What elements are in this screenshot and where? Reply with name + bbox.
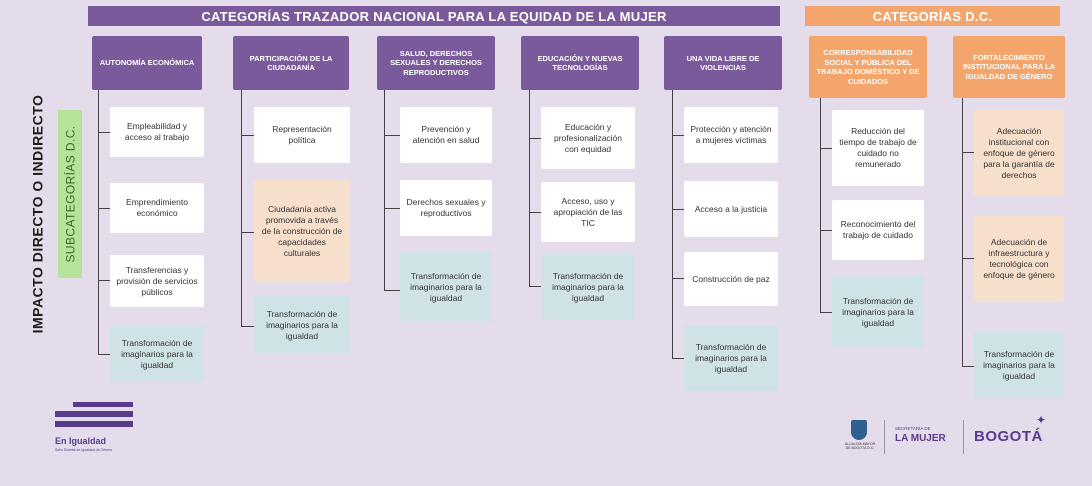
- logo-name: En Igualdad: [55, 436, 107, 446]
- column-head-salud: SALUD, DERECHOS SEXUALES Y DERECHOS REPR…: [377, 36, 495, 90]
- connector-tick: [529, 212, 541, 213]
- connector-tick: [820, 148, 832, 149]
- connector-tick: [962, 258, 974, 259]
- logo-bar: [55, 411, 133, 417]
- connector-line: [820, 98, 821, 312]
- item-box: Reconocimiento del trabajo de cuidado: [832, 200, 924, 260]
- logo-bar: [55, 421, 133, 427]
- subcategories-label-text: SUBCATEGORÍAS D.C.: [63, 125, 77, 263]
- item-box: Prevención y atención en salud: [400, 107, 492, 163]
- impact-side-title: IMPACTO DIRECTO O INDIRECTO: [26, 84, 48, 344]
- connector-tick: [98, 208, 110, 209]
- column-head-autonomia: AUTONOMÍA ECONÓMICA: [92, 36, 202, 90]
- connector-tick: [672, 209, 684, 210]
- connector-tick: [98, 354, 110, 355]
- item-box-imaginarios: Transformación de imaginarios para la ig…: [110, 326, 204, 382]
- connector-line: [384, 90, 385, 290]
- connector-tick: [529, 286, 541, 287]
- item-box: Educación y profesionalización con equid…: [541, 107, 635, 169]
- item-box: Reducción del tiempo de trabajo de cuida…: [832, 110, 924, 186]
- item-box: Ciudadanía activa promovida a través de …: [254, 180, 350, 282]
- connector-tick: [529, 138, 541, 139]
- connector-tick: [820, 230, 832, 231]
- logo-divider: [884, 420, 885, 454]
- connector-tick: [384, 208, 400, 209]
- alcaldia-label: ALCALDÍA MAYOR DE BOGOTÁ D.C.: [844, 442, 876, 450]
- item-box: Derechos sexuales y reproductivos: [400, 180, 492, 236]
- connector-tick: [672, 135, 684, 136]
- item-box: Adecuación de infraestructura y tecnológ…: [974, 216, 1064, 302]
- connector-tick: [384, 290, 400, 291]
- connector-tick: [241, 135, 254, 136]
- column-head-corresponsabilidad: CORRESPONSABILIDAD SOCIAL Y PÚBLICA DEL …: [809, 36, 927, 98]
- item-box: Acceso, uso y apropiación de las TIC: [541, 182, 635, 242]
- connector-tick: [241, 326, 254, 327]
- item-box: Representación política: [254, 107, 350, 163]
- item-box: Construcción de paz: [684, 252, 778, 306]
- bogota-shield-icon: [851, 420, 867, 440]
- connector-line: [672, 90, 673, 358]
- connector-tick: [820, 312, 832, 313]
- connector-tick: [672, 358, 684, 359]
- connector-line: [98, 90, 99, 354]
- column-head-fortalecimiento: FORTALECIMIENTO INSTITUCIONAL PARA LA IG…: [953, 36, 1065, 98]
- item-box-imaginarios: Transformación de imaginarios para la ig…: [254, 296, 350, 354]
- connector-tick: [962, 366, 974, 367]
- column-head-violencias: UNA VIDA LIBRE DE VIOLENCIAS: [664, 36, 782, 90]
- connector-tick: [384, 135, 400, 136]
- banner-national-categories: CATEGORÍAS TRAZADOR NACIONAL PARA LA EQU…: [88, 6, 780, 26]
- item-box-imaginarios: Transformación de imaginarios para la ig…: [832, 276, 924, 348]
- column-head-educacion: EDUCACIÓN Y NUEVAS TECNOLOGÍAS: [521, 36, 639, 90]
- item-box: Empleabilidad y acceso al trabajo: [110, 107, 204, 157]
- connector-line: [529, 90, 530, 286]
- connector-tick: [98, 132, 110, 133]
- item-box-imaginarios: Transformación de imaginarios para la ig…: [400, 252, 492, 322]
- item-box: Adecuación institucional con enfoque de …: [974, 110, 1064, 196]
- la-mujer-label: LA MUJER: [895, 433, 946, 444]
- en-igualdad-logo: En Igualdad Sello Distrital de Igualdad …: [55, 402, 150, 452]
- connector-line: [241, 90, 242, 326]
- connector-tick: [241, 232, 254, 233]
- item-box: Acceso a la justicia: [684, 181, 778, 237]
- item-box: Emprendimiento económico: [110, 183, 204, 233]
- column-head-participacion: PARTICIPACIÓN DE LA CIUDADANÍA: [233, 36, 349, 90]
- item-box-imaginarios: Transformación de imaginarios para la ig…: [974, 332, 1064, 398]
- item-box-imaginarios: Transformación de imaginarios para la ig…: [541, 254, 635, 320]
- impact-side-title-text: IMPACTO DIRECTO O INDIRECTO: [29, 94, 45, 334]
- subcategories-label: SUBCATEGORÍAS D.C.: [58, 110, 82, 278]
- connector-line: [962, 98, 963, 366]
- connector-tick: [672, 278, 684, 279]
- item-box-imaginarios: Transformación de imaginarios para la ig…: [684, 325, 778, 391]
- item-box: Protección y atención a mujeres víctimas: [684, 107, 778, 163]
- item-box: Transferencias y provisión de servicios …: [110, 255, 204, 307]
- star-icon: ✦: [1036, 413, 1047, 427]
- banner-dc-categories: CATEGORÍAS D.C.: [805, 6, 1060, 26]
- logo-divider: [963, 420, 964, 454]
- logo-subtitle: Sello Distrital de Igualdad de Género: [55, 448, 113, 452]
- bogota-logo-text: BOGOTÁ: [974, 428, 1043, 445]
- connector-tick: [962, 152, 974, 153]
- secretaria-label: SECRETARÍA DE: [895, 426, 931, 431]
- logo-bar: [73, 402, 133, 407]
- connector-tick: [98, 280, 110, 281]
